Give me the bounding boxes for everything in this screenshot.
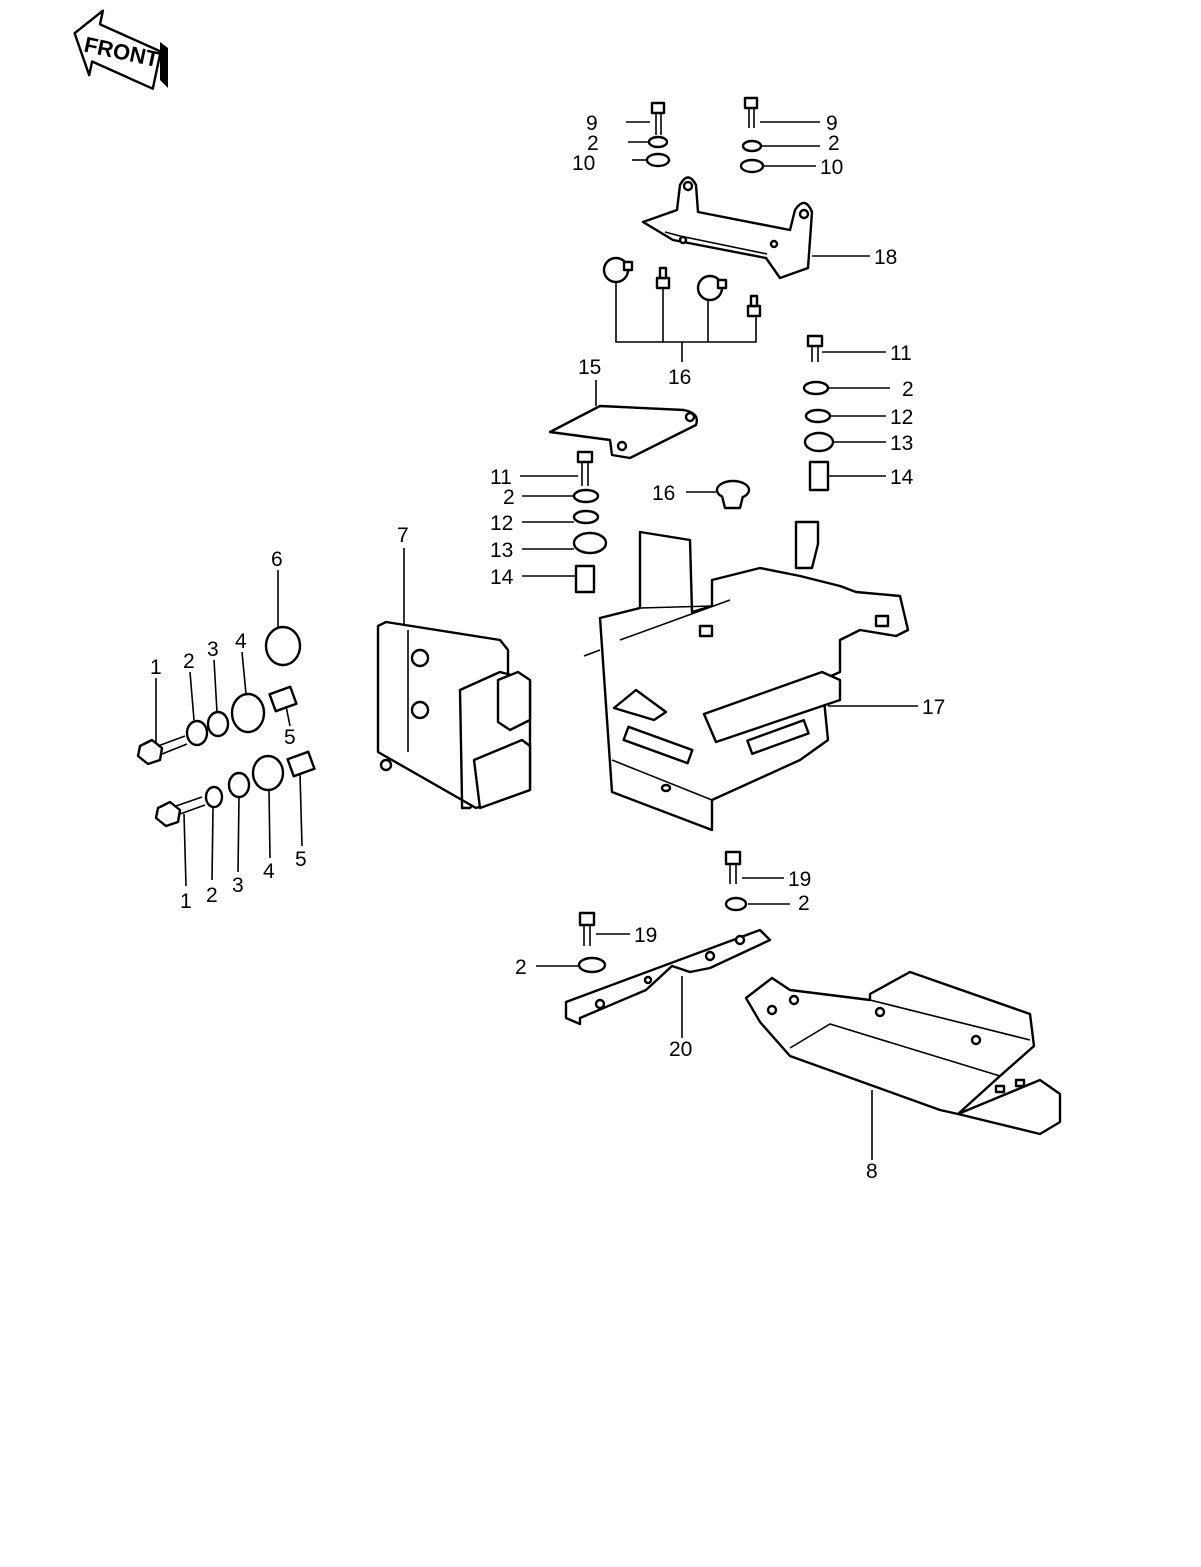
center-mount-stack bbox=[572, 450, 608, 594]
callout-18: 18 bbox=[874, 246, 897, 269]
grommet-16-set-top bbox=[602, 256, 762, 362]
bracket-7 bbox=[376, 620, 532, 810]
bracket-18 bbox=[641, 176, 814, 280]
callout-9: 9 bbox=[826, 112, 838, 135]
battery-case-17 bbox=[583, 520, 910, 832]
bolt-19-upper bbox=[724, 850, 742, 884]
callout-1: 1 bbox=[150, 656, 162, 679]
callout-2: 2 bbox=[503, 486, 515, 509]
callout-3: 3 bbox=[207, 638, 219, 661]
right-mount-stack bbox=[802, 334, 835, 492]
callout-14: 14 bbox=[490, 566, 514, 589]
callout-16: 16 bbox=[652, 482, 675, 505]
callout-1: 1 bbox=[180, 890, 192, 913]
callout-2: 2 bbox=[828, 132, 840, 155]
callout-6: 6 bbox=[271, 548, 283, 571]
callout-17: 17 bbox=[922, 696, 945, 719]
callout-12: 12 bbox=[490, 512, 513, 535]
callout-2: 2 bbox=[206, 884, 218, 907]
bolt-19-lower bbox=[578, 911, 596, 946]
grommet-16-single bbox=[715, 479, 751, 510]
plate-15 bbox=[548, 380, 698, 460]
callout-19: 19 bbox=[634, 924, 657, 947]
callout-13: 13 bbox=[490, 539, 513, 562]
callout-2: 2 bbox=[587, 132, 599, 155]
callout-4: 4 bbox=[263, 860, 275, 883]
callout-5: 5 bbox=[284, 726, 296, 749]
callout-11: 11 bbox=[490, 466, 512, 489]
callout-11: 11 bbox=[890, 342, 912, 365]
callout-9: 9 bbox=[586, 112, 598, 135]
callout-19: 19 bbox=[788, 868, 811, 891]
callout-20: 20 bbox=[669, 1038, 692, 1061]
tray-8 bbox=[744, 970, 1062, 1136]
bolt-9-left bbox=[650, 101, 666, 135]
callout-5: 5 bbox=[295, 848, 307, 871]
callout-10: 10 bbox=[820, 156, 843, 179]
washer-10-left bbox=[645, 152, 671, 168]
callout-13: 13 bbox=[890, 432, 913, 455]
washer-2-left bbox=[647, 135, 669, 149]
left-mount-row-lower bbox=[154, 750, 316, 828]
washer-10-right bbox=[739, 158, 765, 174]
callout-4: 4 bbox=[235, 630, 247, 653]
callout-2: 2 bbox=[798, 892, 810, 915]
callout-2: 2 bbox=[515, 956, 527, 979]
callout-16: 16 bbox=[668, 366, 691, 389]
callout-8: 8 bbox=[866, 1160, 878, 1183]
washer-2-lower-left bbox=[577, 956, 607, 974]
callout-2: 2 bbox=[183, 650, 195, 673]
callout-12: 12 bbox=[890, 406, 913, 429]
callout-labels: 9 2 10 9 2 10 18 16 15 11 2 12 13 14 11 … bbox=[150, 112, 945, 1183]
front-direction-arrow: FRONT bbox=[73, 9, 168, 90]
callout-7: 7 bbox=[397, 524, 409, 547]
leader-lines bbox=[155, 121, 918, 1160]
callout-2: 2 bbox=[902, 378, 914, 401]
callout-3: 3 bbox=[232, 874, 244, 897]
washer-2-lower-right bbox=[724, 896, 748, 912]
callout-14: 14 bbox=[890, 466, 914, 489]
washer-2-right bbox=[741, 139, 763, 153]
left-mount-row-upper bbox=[136, 625, 302, 766]
callout-15: 15 bbox=[578, 356, 601, 379]
bracket-20 bbox=[564, 928, 772, 1026]
callout-10: 10 bbox=[572, 152, 595, 175]
bolt-9-right bbox=[743, 96, 759, 128]
